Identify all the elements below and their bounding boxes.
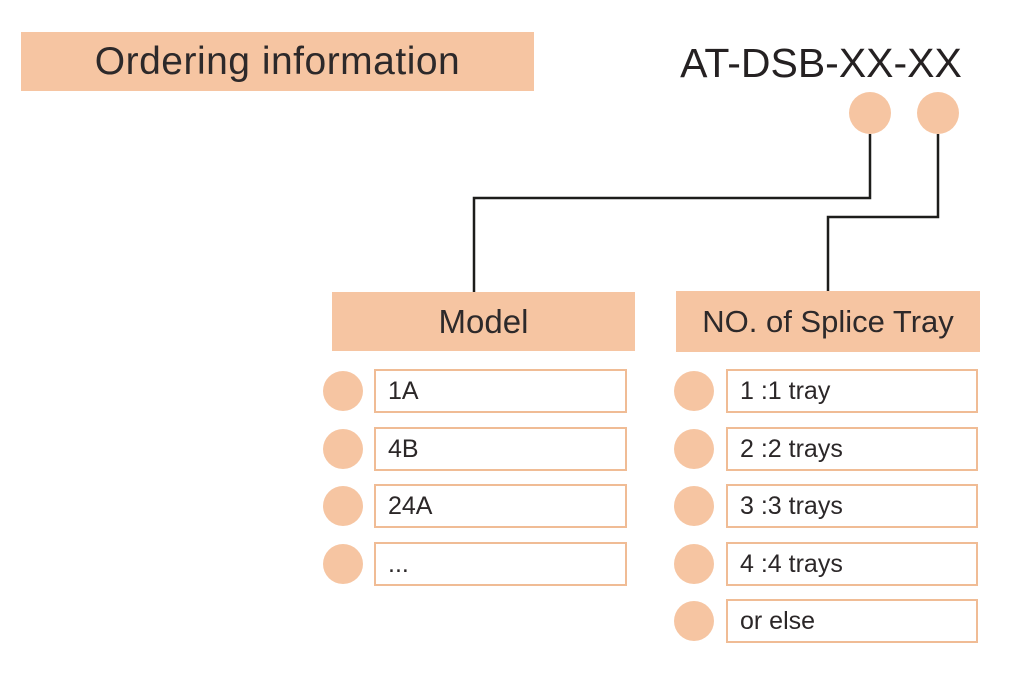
tray-option: 2 :2 trays xyxy=(726,426,978,471)
list-item: 4 :4 trays xyxy=(674,541,978,586)
model-list: 1A 4B 24A ... xyxy=(323,369,627,599)
model-option: ... xyxy=(374,541,627,586)
list-item: or else xyxy=(674,599,978,643)
dot-icon xyxy=(674,486,714,526)
dot-icon xyxy=(674,371,714,411)
list-item: 24A xyxy=(323,484,627,528)
model-column-header: Model xyxy=(332,292,635,351)
model-option: 24A xyxy=(374,484,627,528)
list-item: 3 :3 trays xyxy=(674,484,978,528)
dot-icon xyxy=(323,543,363,584)
dot-icon xyxy=(674,543,714,584)
model-option: 1A xyxy=(374,369,627,413)
tray-option: 3 :3 trays xyxy=(726,484,978,528)
dot-icon xyxy=(674,428,714,469)
page-title: Ordering information xyxy=(21,32,534,91)
model-option: 4B xyxy=(374,426,627,471)
product-code: AT-DSB-XX-XX xyxy=(680,40,962,86)
list-item: 1A xyxy=(323,369,627,413)
tray-option: or else xyxy=(726,599,978,643)
connector-line-tray xyxy=(826,134,940,292)
list-item: ... xyxy=(323,541,627,586)
splice-tray-column-header: NO. of Splice Tray xyxy=(676,291,980,352)
list-item: 2 :2 trays xyxy=(674,426,978,471)
dot-icon xyxy=(323,428,363,469)
splice-tray-list: 1 :1 tray 2 :2 trays 3 :3 trays 4 :4 tra… xyxy=(674,369,978,657)
tray-dot-icon xyxy=(917,92,959,134)
connector-line-model xyxy=(472,134,872,293)
model-dot-icon xyxy=(849,92,891,134)
dot-icon xyxy=(323,486,363,526)
tray-option: 1 :1 tray xyxy=(726,369,978,413)
list-item: 4B xyxy=(323,426,627,471)
list-item: 1 :1 tray xyxy=(674,369,978,413)
dot-icon xyxy=(323,371,363,411)
tray-option: 4 :4 trays xyxy=(726,541,978,586)
dot-icon xyxy=(674,601,714,641)
